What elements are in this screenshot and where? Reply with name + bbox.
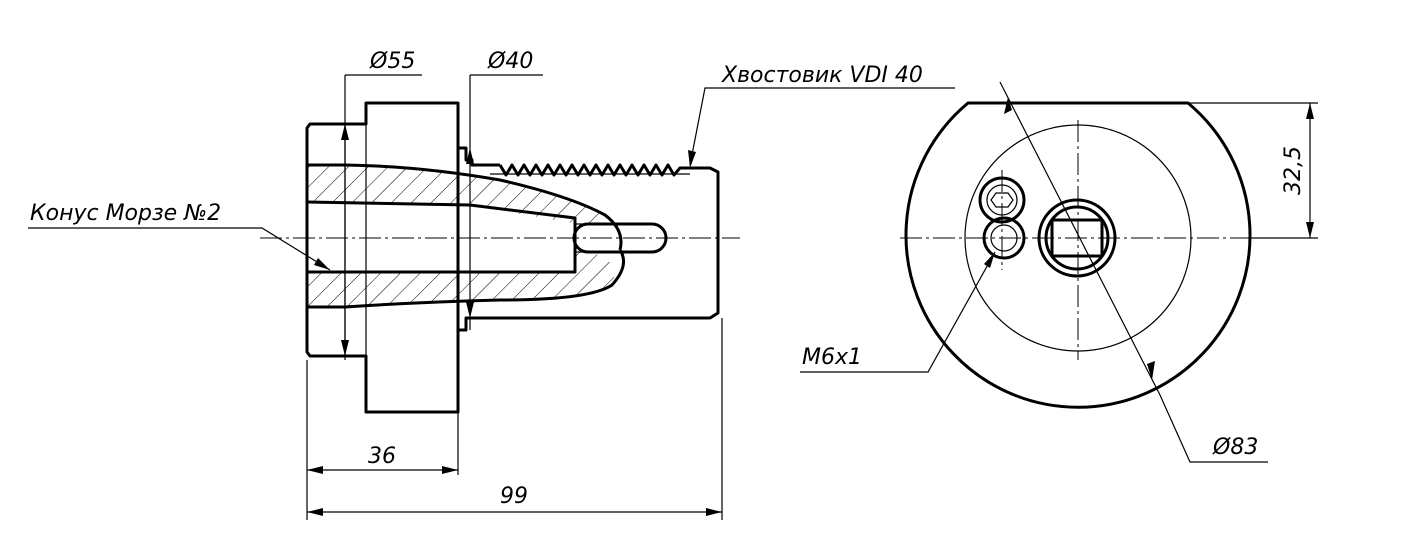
thread-teeth (498, 163, 690, 177)
outer-contour (904, 101, 1252, 409)
side-outline (305, 101, 720, 414)
dimensions: Ø55 Ø40 Хвостовик VDI 40 Конус Морзе №2 … (28, 49, 1318, 520)
callout-morse-taper: Конус Морзе №2 (30, 201, 221, 226)
dim-diameter-83: Ø83 (1212, 435, 1258, 460)
dim-height-32-5: 32,5 (1281, 146, 1306, 195)
section-hatch-upper (307, 165, 605, 226)
front-view (900, 101, 1280, 409)
slot (572, 222, 668, 254)
callout-thread: M6x1 (802, 345, 862, 370)
section-hatch-lower (307, 252, 615, 307)
dim-length-99: 99 (500, 484, 528, 509)
callout-shank: Хвостовик VDI 40 (721, 63, 923, 88)
dim-length-36: 36 (368, 444, 396, 469)
dim-diameter-40: Ø40 (487, 49, 533, 74)
bore-slot (1050, 218, 1104, 258)
side-view (260, 101, 740, 414)
dim-diameter-55: Ø55 (369, 49, 415, 74)
